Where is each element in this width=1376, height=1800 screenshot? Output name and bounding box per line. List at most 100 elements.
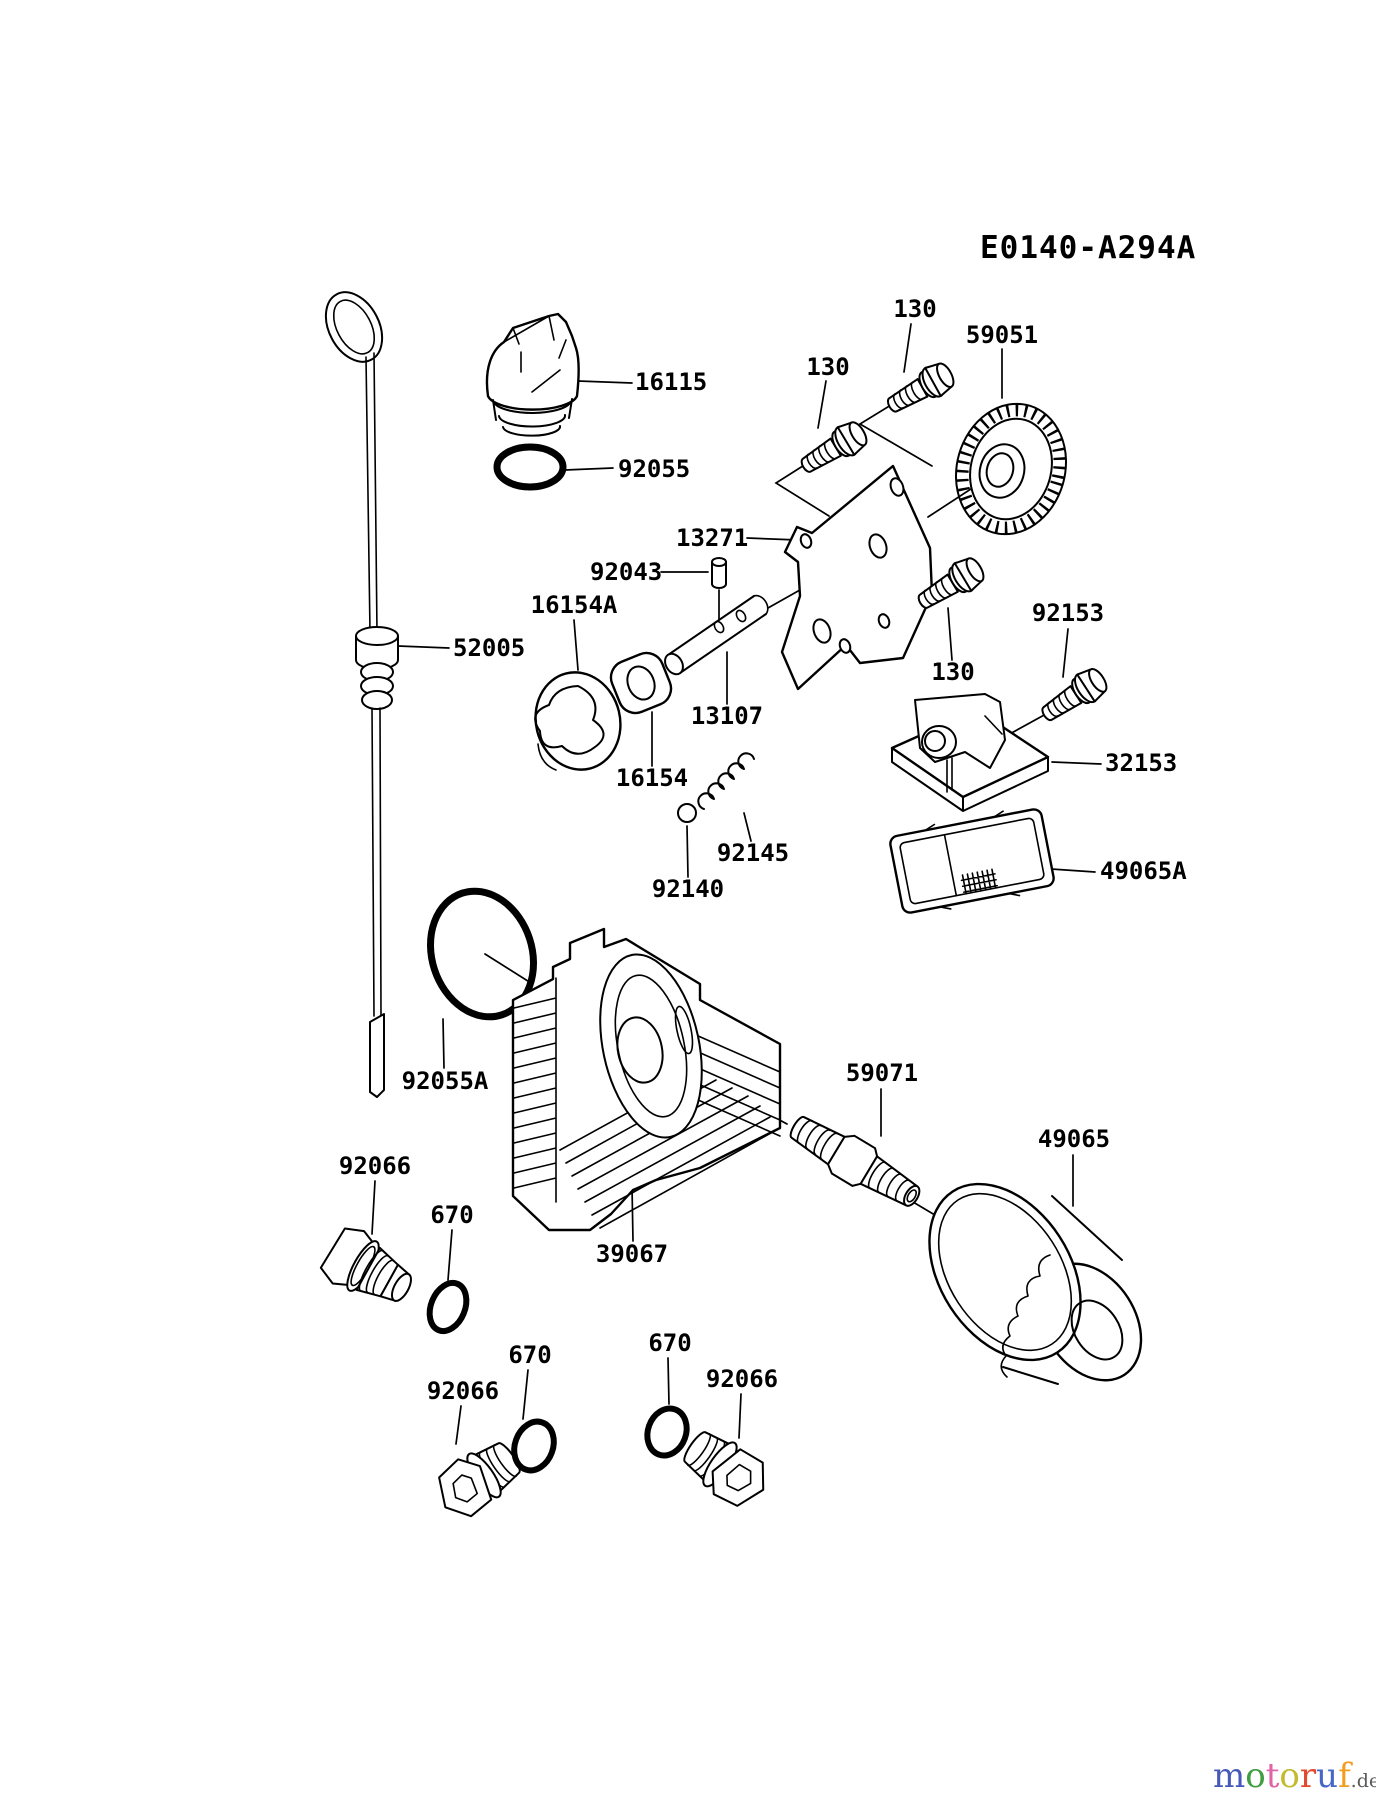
screen-mesh-hatch	[960, 868, 998, 894]
plug-tip-face	[390, 1272, 412, 1302]
part-bolt-130-top	[880, 357, 960, 422]
screen-inner-frame	[899, 817, 1045, 905]
callout-92066-top: 92066	[339, 1152, 411, 1180]
part-oil-filler-cap-16115	[485, 312, 580, 437]
dipstick-stopper-top	[355, 626, 399, 646]
plate-hole	[868, 533, 888, 559]
part-pump-shaft-13107	[664, 594, 769, 676]
part-outer-rotor-16154A	[534, 671, 622, 771]
part-oil-filter-49065	[928, 1182, 1143, 1385]
logo-letter[interactable]: t	[1266, 1756, 1280, 1796]
callout-130-left: 130	[806, 353, 849, 381]
callout-32153: 32153	[1105, 749, 1177, 777]
pin-top	[711, 557, 727, 567]
pin-body	[711, 561, 727, 589]
callout-16154A: 16154A	[531, 591, 618, 619]
callout-670-a: 670	[430, 1201, 473, 1229]
screen-divider	[943, 833, 958, 897]
nipple-left-ridges	[796, 1119, 838, 1161]
logo-letter[interactable]: f	[1338, 1756, 1353, 1796]
dipstick-rod-lower	[371, 707, 382, 1017]
callout-13107: 13107	[691, 702, 763, 730]
callout-670-c: 670	[648, 1329, 691, 1357]
part-pump-plate-13271	[780, 464, 934, 691]
part-plug-92066-right	[674, 1422, 777, 1517]
dipstick-grommet-ridge	[361, 690, 393, 710]
part-filter-nipple-59071	[789, 1115, 921, 1207]
outer-rotor-lobes	[534, 685, 605, 755]
callout-670-b: 670	[508, 1341, 551, 1369]
callout-92066-middle: 92066	[427, 1377, 499, 1405]
shaft-end-arc	[753, 594, 769, 615]
callout-92145: 92145	[717, 839, 789, 867]
part-filter-mount-32153	[890, 693, 1050, 812]
logo-suffix[interactable]: .de	[1351, 1770, 1376, 1792]
gear-bore	[985, 452, 1015, 488]
callout-39067: 39067	[596, 1240, 668, 1268]
part-oring-670-b	[511, 1418, 557, 1474]
callout-92153: 92153	[1032, 599, 1104, 627]
logo-letter[interactable]: u	[1316, 1756, 1338, 1796]
watermark-logo[interactable]: motoruf.de	[1213, 1756, 1376, 1796]
part-pin-92043	[711, 557, 727, 589]
part-oring-92055A	[426, 887, 538, 1021]
outer-rotor-wall	[537, 743, 557, 771]
callout-59071: 59071	[846, 1059, 918, 1087]
shaft-hole	[735, 609, 747, 623]
callout-16154: 16154	[616, 764, 688, 792]
logo-letter[interactable]: o	[1245, 1756, 1265, 1796]
part-ball-92140	[677, 803, 697, 823]
part-screen-49065A	[889, 808, 1055, 914]
cooler-right-plates	[679, 1027, 781, 1137]
nipple-right-ridges	[867, 1161, 911, 1202]
filter-body-lines	[1002, 1195, 1123, 1385]
part-oring-92055	[493, 443, 567, 491]
dipstick-blade	[369, 1013, 385, 1098]
part-dipstick-52005	[324, 291, 399, 1098]
mount-bracket-tabs	[946, 715, 1003, 793]
cap-body	[485, 312, 580, 411]
diagram-code: E0140-A294A	[980, 230, 1196, 266]
callout-92140: 92140	[652, 875, 724, 903]
callout-13271: 13271	[676, 524, 748, 552]
part-oring-670-c	[644, 1405, 690, 1459]
dipstick-loop-outer	[324, 291, 384, 363]
shaft-sides	[667, 595, 767, 674]
logo-letter[interactable]: o	[1279, 1756, 1299, 1796]
nipple-bore	[906, 1189, 918, 1203]
part-plug-92066-top	[319, 1227, 412, 1302]
cooler-volute-rim	[674, 1005, 694, 1055]
outer-rotor-ring	[534, 671, 622, 771]
inner-rotor-bore	[626, 665, 656, 701]
filter-face-rim	[937, 1192, 1073, 1352]
part-oil-cooler-39067	[511, 927, 782, 1232]
cooler-volute-outer	[599, 953, 703, 1139]
dipstick-rod-upper	[365, 352, 378, 633]
plug-thread-ridges	[358, 1249, 395, 1296]
filter-end-hole	[1070, 1299, 1124, 1361]
plate-hole	[812, 618, 832, 644]
callout-92055A: 92055A	[402, 1067, 489, 1095]
filter-flutes	[1000, 1254, 1051, 1378]
cap-wing-creases	[503, 315, 567, 393]
plate-hole	[889, 477, 905, 497]
callout-16115: 16115	[635, 368, 707, 396]
inner-rotor-body	[609, 651, 673, 715]
plate-outline	[780, 464, 934, 691]
callout-49065A: 49065A	[1100, 857, 1187, 885]
logo-letter[interactable]: r	[1300, 1756, 1317, 1796]
part-bolt-130-left	[793, 415, 873, 482]
gear-teeth	[955, 403, 1067, 535]
callout-130-top: 130	[893, 295, 936, 323]
mount-base-depth	[891, 747, 1049, 812]
part-spring-92145	[697, 752, 755, 810]
shaft-hole	[713, 620, 725, 634]
callout-92055: 92055	[618, 455, 690, 483]
logo-letter[interactable]: m	[1213, 1756, 1245, 1796]
cooler-volute-port	[616, 1016, 664, 1084]
callout-130-lower: 130	[931, 658, 974, 686]
leader-lines	[371, 323, 1102, 1445]
callout-59051: 59051	[966, 321, 1038, 349]
